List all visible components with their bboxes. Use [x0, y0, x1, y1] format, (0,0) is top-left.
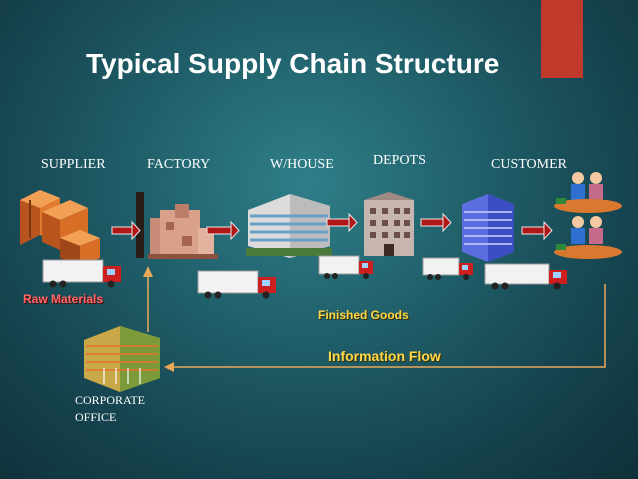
factory-icon	[136, 192, 218, 259]
corporate-office-icon	[84, 326, 160, 392]
accent-tab	[541, 0, 583, 78]
truck-icon	[42, 259, 121, 288]
flow-arrows	[111, 212, 553, 241]
truck-icon	[318, 255, 373, 279]
information-flow-line	[147, 274, 606, 368]
warehouse-building-icon	[246, 194, 332, 258]
arrow-depots-retail	[420, 212, 452, 233]
label-factory: FACTORY	[147, 157, 211, 172]
finished-goods-label: Finished Goods	[318, 308, 409, 322]
arrow-supplier-factory	[111, 220, 141, 241]
label-customer: CUSTOMER	[491, 157, 567, 172]
arrow-warehouse-depots	[326, 212, 358, 233]
label-warehouse: W/HOUSE	[270, 157, 334, 172]
depot-building-icon	[364, 192, 414, 256]
label-supplier: SUPPLIER	[41, 157, 106, 172]
retail-building-icon	[462, 194, 514, 262]
customer-people-icon	[554, 172, 622, 259]
slide-title: Typical Supply Chain Structure	[86, 48, 500, 79]
arrow-factory-warehouse	[206, 220, 240, 241]
truck-icon	[422, 257, 473, 280]
raw-materials-label: Raw Materials	[23, 292, 104, 306]
truck-icon	[484, 263, 567, 290]
supplier-crates-icon	[20, 190, 100, 266]
information-flow-arrowhead	[164, 362, 174, 372]
corporate-office-line1: CORPORATE	[75, 393, 146, 407]
corporate-office-label: CORPORATE OFFICE	[75, 392, 185, 426]
information-flow-label: Information Flow	[328, 348, 441, 364]
label-depots: DEPOTS	[373, 153, 426, 168]
arrow-retail-customer	[521, 220, 553, 241]
corporate-office-line2: OFFICE	[75, 410, 117, 424]
raw-materials-arrowhead	[143, 266, 153, 277]
truck-icon	[197, 270, 276, 299]
